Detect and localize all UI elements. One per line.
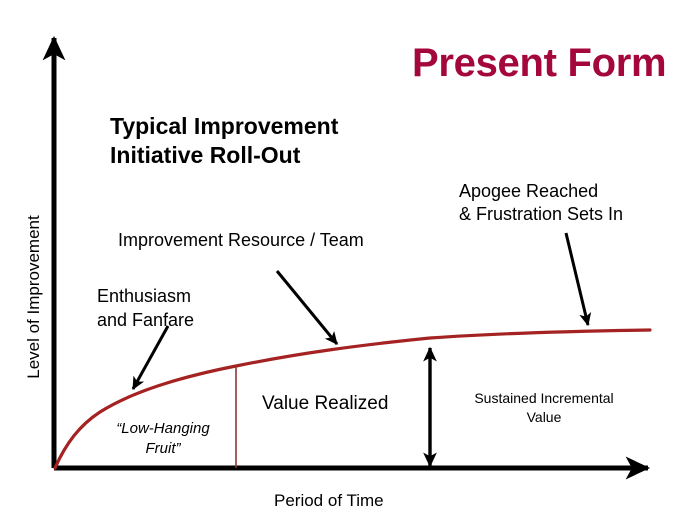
y-axis-label: Level of Improvement xyxy=(23,215,43,379)
annotation-improvement-resource: Improvement Resource / Team xyxy=(118,230,364,250)
annotation-enthusiasm-fanfare: Enthusiasm and Fanfare xyxy=(97,286,195,330)
annotation-sustained-incremental-value: Sustained Incremental Value xyxy=(474,390,614,425)
x-axis-label: Period of Time xyxy=(274,491,384,510)
apogee-pointer-arrow xyxy=(564,232,592,327)
annotation-low-hanging-fruit: “Low-Hanging Fruit” xyxy=(116,420,210,457)
enthusiasm-pointer-arrow xyxy=(131,325,170,390)
annotation-value-realized: Value Realized xyxy=(262,393,389,414)
present-form-title: Present Form xyxy=(412,41,667,85)
resource-pointer-arrow xyxy=(275,270,339,345)
chart-heading: Typical Improvement Initiative Roll-Out xyxy=(110,113,339,169)
annotation-apogee-reached: Apogee Reached & Frustration Sets In xyxy=(459,181,624,225)
improvement-curve xyxy=(53,328,652,470)
